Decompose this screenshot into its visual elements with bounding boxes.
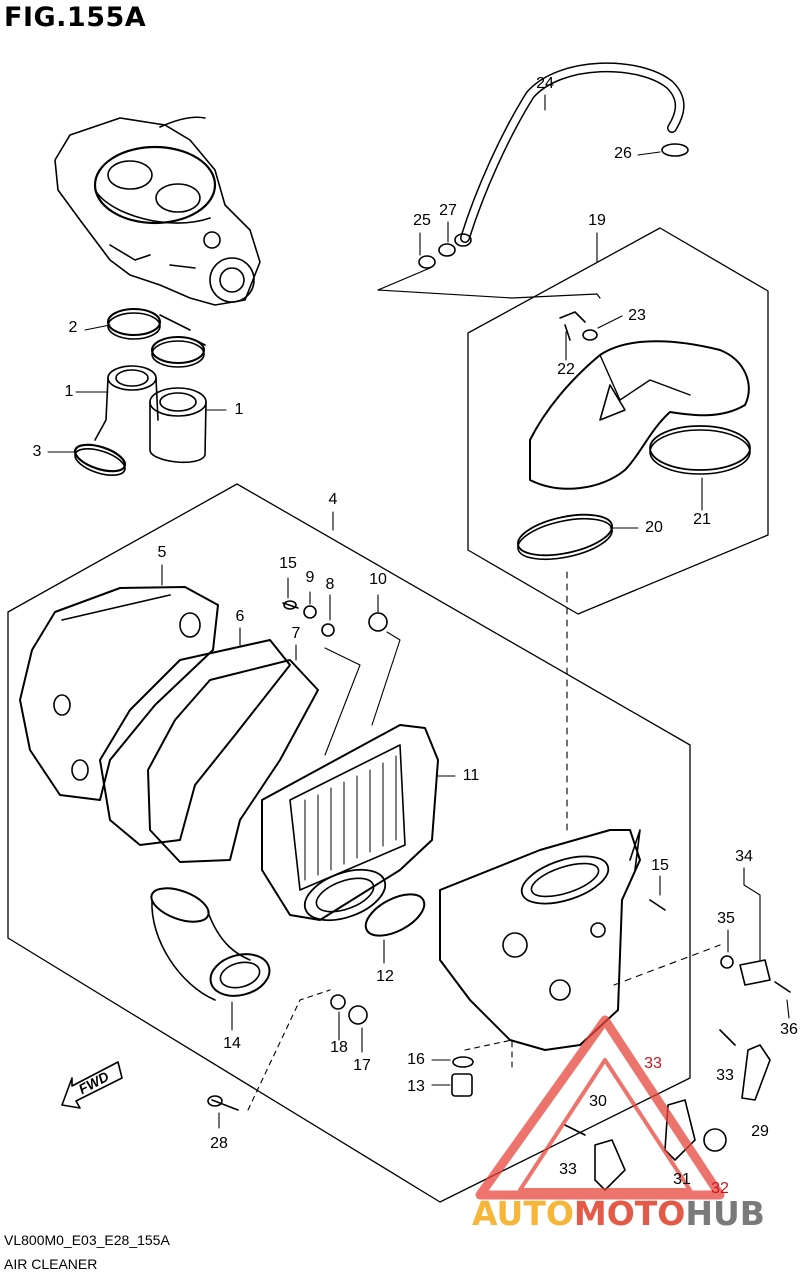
assembly-outline-19 [467,227,769,615]
grommet-8 [321,623,335,637]
air-cleaner-cover-5 [19,586,219,801]
washer-9 [303,605,317,619]
figure-title: FIG.155A [4,2,147,33]
gasket-7 [147,659,319,863]
watermark-triangle-logo [475,1015,725,1200]
figure-code: VL800M0_E03_E28_155A [4,1232,170,1248]
bracket-30 [594,1139,626,1191]
air-filter-element-11 [261,724,439,922]
part-number-36: 36 [780,1021,798,1038]
plate-31 [664,1099,696,1161]
clamp-3 [73,443,127,476]
screw-36 [774,981,791,993]
o-ring-12 [364,893,426,937]
part-number-25: 25 [413,212,431,229]
part-number-35: 35 [717,910,735,927]
gasket-6 [99,639,291,846]
grommet-18 [330,994,346,1010]
clip-23 [582,329,598,341]
part-number-20: 20 [645,519,663,536]
fitting-22 [559,311,586,341]
clamp-16 [452,1056,474,1068]
part-number-33: 33 [559,1161,577,1178]
part-number-11: 11 [462,767,480,784]
watermark-hub: HUB [685,1194,765,1233]
plug-27 [438,243,456,257]
part-number-30: 30 [589,1093,607,1110]
figure-caption: AIR CLEANER [4,1256,98,1272]
washer-35 [720,955,734,969]
screw-15 [282,600,299,610]
part-number-28: 28 [210,1135,228,1152]
part-number-8: 8 [325,576,335,593]
clamp-26 [661,143,689,157]
assembly-outline-4 [7,483,691,1203]
part-number-22: 22 [557,361,575,378]
screw-15b [649,899,666,911]
part-number-32: 32 [711,1180,729,1197]
part-number-12: 12 [376,968,394,985]
part-number-33: 33 [644,1055,662,1072]
part-number-5: 5 [157,544,167,561]
part-number-21: 21 [693,511,711,528]
fwd-arrow: FWD [61,1061,123,1109]
inlet-hose-assembly [516,340,751,561]
part-number-6: 6 [235,608,245,625]
intake-duct-14 [150,887,271,1001]
part-number-13: 13 [407,1078,425,1095]
breather-hose-24 [454,62,685,247]
part-number-10: 10 [369,571,387,588]
part-number-2: 2 [68,319,78,336]
part-number-3: 3 [32,443,42,460]
collar-17 [348,1005,368,1025]
part-number-23: 23 [628,307,646,324]
bolt-33 [564,1029,736,1136]
part-number-1: 1 [64,383,74,400]
part-number-31: 31 [673,1171,691,1188]
part-number-17: 17 [353,1057,371,1074]
part-number-26: 26 [614,145,632,162]
part-number-34: 34 [735,848,753,865]
part-number-15: 15 [651,857,669,874]
clamp-2 [107,308,206,368]
part-number-19: 19 [588,212,606,229]
leader-lines [47,94,790,1129]
part-number-29: 29 [751,1123,769,1140]
bracket-29 [741,1044,771,1101]
part-number-33: 33 [716,1067,734,1084]
watermark-moto: MOTO [573,1194,686,1233]
part-number-1: 1 [234,401,244,418]
watermark-text: AUTOMOTOHUB [472,1194,765,1233]
air-cleaner-case [439,829,641,1051]
part-number-15: 15 [279,555,297,572]
collar-13 [451,1073,473,1097]
bolt-28 [207,1095,239,1111]
part-number-18: 18 [330,1039,348,1056]
sensor-34 [739,959,771,986]
clip-25 [418,255,436,269]
part-number-16: 16 [407,1051,425,1068]
part-number-4: 4 [328,491,338,508]
throttle-body-assembly [54,116,261,306]
part-number-14: 14 [223,1035,241,1052]
part-number-7: 7 [291,625,301,642]
intake-pipe-1 [94,365,207,464]
part-number-9: 9 [305,569,315,586]
watermark-auto: AUTO [472,1194,574,1233]
grommet-10 [368,612,388,632]
cap-32 [703,1128,727,1152]
part-number-24: 24 [536,75,554,92]
part-number-27: 27 [439,202,457,219]
